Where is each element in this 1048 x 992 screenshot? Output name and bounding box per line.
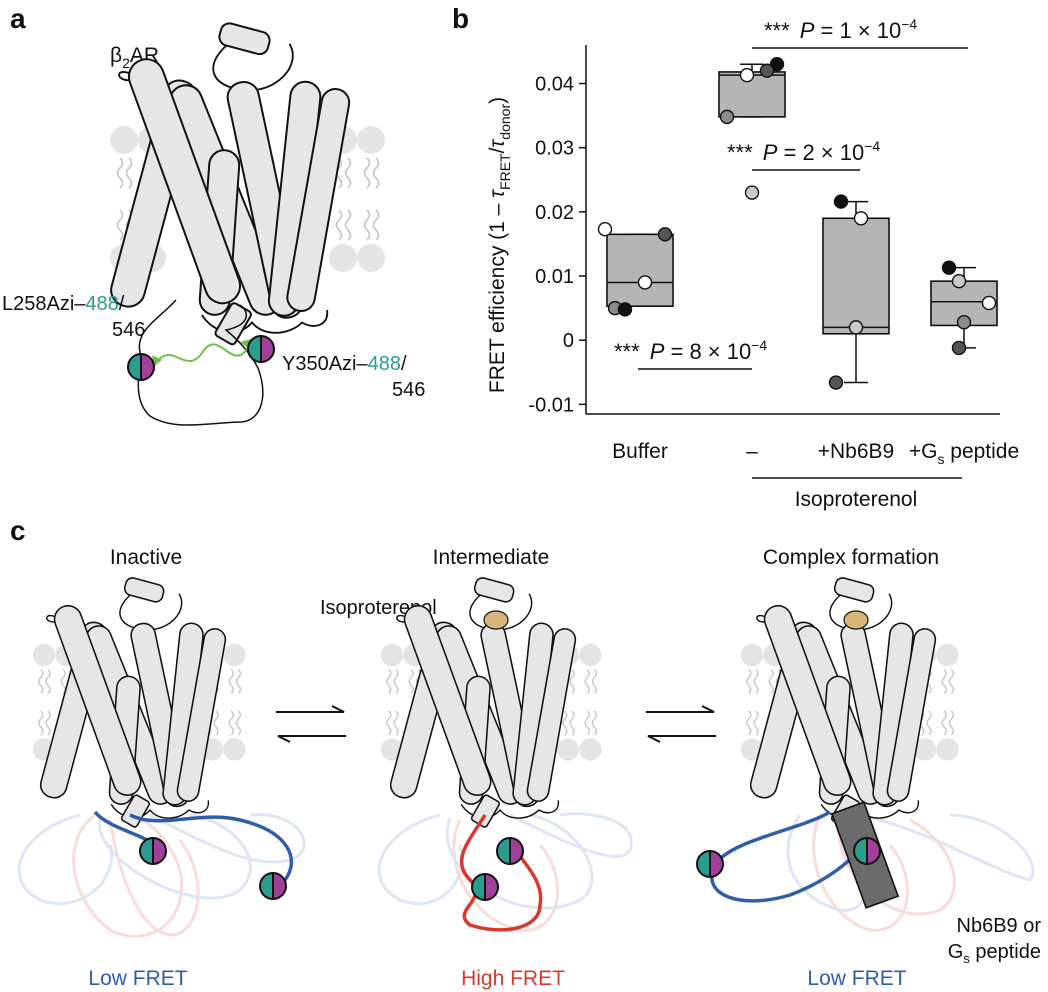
dye-icon-inactive-2 xyxy=(259,872,287,900)
panel-label-c: c xyxy=(10,515,26,546)
dye-icon-complex-2 xyxy=(853,837,881,865)
data-point xyxy=(951,273,967,289)
data-point xyxy=(637,275,653,290)
box-iqr xyxy=(606,233,674,307)
data-point xyxy=(719,109,735,125)
equilibrium-arrow-2 xyxy=(646,705,716,743)
receptor-intermediate xyxy=(387,575,578,829)
data-point xyxy=(597,221,613,237)
data-point xyxy=(833,194,849,209)
binder-label-2: Gs peptide xyxy=(948,941,1041,966)
data-point xyxy=(956,315,972,330)
box-iqr xyxy=(822,217,890,335)
data-point xyxy=(744,185,760,200)
y-tick-label: 0.01 xyxy=(535,266,574,288)
state-title-inactive: Inactive xyxy=(110,546,182,569)
panel-label-b: b xyxy=(452,3,469,34)
y-tick-label: 0.04 xyxy=(535,74,574,96)
y-tick-label: 0.02 xyxy=(535,202,574,224)
receptor-complex xyxy=(747,575,938,829)
ligand-icon-complex xyxy=(843,610,869,630)
loop-ensemble-inactive xyxy=(17,813,306,938)
group-label: Isoproterenol xyxy=(795,488,918,511)
dye-icon-l258 xyxy=(127,353,155,381)
loop-ensemble-complex xyxy=(786,813,1035,932)
receptor-inactive xyxy=(37,575,228,829)
loop-high-fret-intermediate xyxy=(459,814,543,932)
data-point xyxy=(941,260,957,275)
x-category-label: – xyxy=(746,440,758,463)
dye-icon-intermediate-1 xyxy=(496,837,524,865)
data-point xyxy=(657,227,673,242)
panel-label-a: a xyxy=(10,3,26,34)
site2-label-magenta: 546 xyxy=(392,379,425,401)
y-tick-label: -0.01 xyxy=(528,394,574,416)
data-point xyxy=(759,63,775,78)
fret-label-inactive: Low FRET xyxy=(88,967,187,990)
binder-label-1: Nb6B9 or xyxy=(957,915,1042,937)
loop-low-fret-complex xyxy=(710,810,862,903)
loop-ensemble-intermediate xyxy=(377,812,633,932)
fret-label-complex: Low FRET xyxy=(807,967,906,990)
data-point xyxy=(951,340,967,356)
site1-label-magenta: 546 xyxy=(112,319,145,341)
data-point xyxy=(739,67,755,83)
data-point xyxy=(848,320,864,335)
receptor-a xyxy=(106,20,353,426)
ligand-icon-intermediate xyxy=(483,610,509,630)
y-tick-label: 0.03 xyxy=(535,138,574,160)
fret-arrow-heads xyxy=(152,339,251,366)
y-axis-label: FRET efficiency (1 – τFRET/τdonor) xyxy=(486,97,513,393)
y-tick-label: 0 xyxy=(563,330,574,352)
dye-icon-inactive-1 xyxy=(139,837,167,865)
sig-annotation-3: ***P = 8 × 10−4 xyxy=(614,337,767,364)
site1-label: L258Azi–488/ xyxy=(2,293,125,315)
y-ticks: -0.01 0 0.01 0.02 0.03 0.04 xyxy=(528,74,586,416)
state-title-complex: Complex formation xyxy=(763,546,939,569)
sig-annotation-1: ***P = 1 × 10−4 xyxy=(764,16,917,43)
x-labels: Buffer – +Nb6B9 +Gs peptide xyxy=(612,440,1019,467)
equilibrium-arrow-1 xyxy=(276,705,346,743)
data-point xyxy=(981,295,997,311)
fret-arrow xyxy=(153,343,249,367)
boxes xyxy=(597,57,998,390)
data-point xyxy=(617,302,633,317)
sig-annotation-2: ***P = 2 × 10−4 xyxy=(727,138,880,165)
data-point xyxy=(828,375,844,390)
data-point xyxy=(853,211,869,226)
dye-icon-y350 xyxy=(247,335,275,363)
x-category-label: Buffer xyxy=(612,440,668,463)
site2-label: Y350Azi–488/ xyxy=(282,353,407,375)
data-point xyxy=(769,57,785,72)
state-title-intermediate: Intermediate xyxy=(433,546,550,569)
dye-icon-complex-1 xyxy=(696,850,724,878)
x-category-label: +Gs peptide xyxy=(909,440,1019,467)
fret-box-chart: -0.01 0 0.01 0.02 0.03 0.04 Buffer – +Nb6B9 +Gs … xyxy=(486,16,1019,511)
x-category-label: +Nb6B9 xyxy=(818,440,894,463)
fret-label-intermediate: High FRET xyxy=(461,967,565,990)
dye-icon-intermediate-2 xyxy=(471,873,499,901)
